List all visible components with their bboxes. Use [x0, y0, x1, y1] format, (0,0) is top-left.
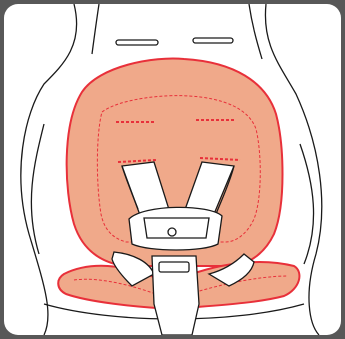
seat-right-inner: [300, 144, 314, 264]
illustration-frame: [4, 4, 341, 335]
headrest-slots: [116, 38, 233, 45]
seat-top-left: [92, 4, 99, 54]
chest-clip-center: [168, 228, 176, 236]
slot-left: [116, 40, 158, 45]
car-seat-illustration: [4, 4, 341, 335]
seat-left-inner: [31, 124, 44, 254]
slot-right: [193, 38, 233, 43]
seat-top-right: [249, 4, 262, 59]
